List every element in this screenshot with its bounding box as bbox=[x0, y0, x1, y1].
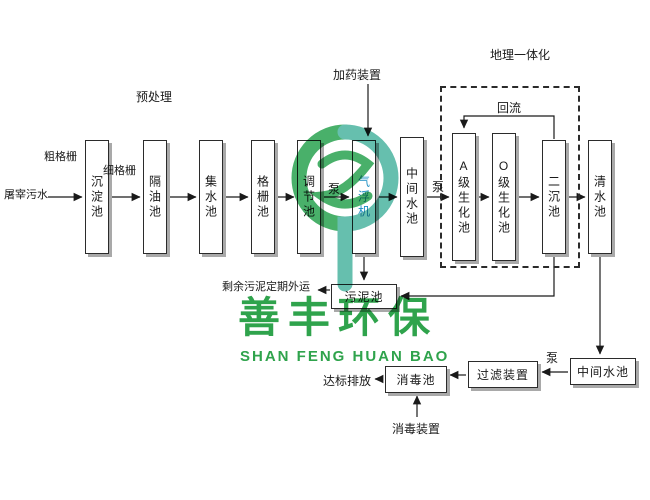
label-sludge-disposal: 剩余污泥定期外运 bbox=[222, 281, 310, 293]
tank-air-flotation: 气浮机 bbox=[352, 140, 376, 254]
label-fine-screen: 细格栅 bbox=[103, 165, 136, 177]
label-coarse-screen: 粗格栅 bbox=[44, 151, 77, 163]
label-disinfection-device: 消毒装置 bbox=[392, 422, 441, 436]
buried-unit-boundary bbox=[440, 86, 580, 268]
tank-secondary-sedimentation: 二沉池 bbox=[542, 140, 566, 254]
tank-biochemical-a: A级生化池 bbox=[452, 133, 476, 261]
label-pretreatment: 预处理 bbox=[136, 90, 173, 104]
tank-collecting: 集水池 bbox=[199, 140, 223, 254]
tank-intermediate: 中间水池 bbox=[400, 137, 424, 257]
tank-screen: 格栅池 bbox=[251, 140, 275, 254]
label-influent: 屠宰污水 bbox=[4, 189, 48, 201]
tank-regulating: 调节池 bbox=[297, 140, 321, 254]
tank-biochemical-o: O级生化池 bbox=[492, 133, 516, 261]
tank-clean-water: 清水池 bbox=[588, 140, 612, 254]
label-pump-3: 泵 bbox=[546, 351, 559, 365]
label-buried-integration: 地理一体化 bbox=[490, 48, 551, 62]
label-discharge: 达标排放 bbox=[323, 374, 372, 388]
tank-disinfection: 消毒池 bbox=[385, 366, 447, 393]
label-dosing-device: 加药装置 bbox=[333, 68, 382, 82]
label-pump-2: 泵 bbox=[432, 180, 445, 194]
filter-unit: 过滤装置 bbox=[468, 361, 538, 388]
label-pump-1: 泵 bbox=[328, 182, 341, 196]
label-reflux: 回流 bbox=[497, 101, 522, 115]
tank-intermediate-2: 中间水池 bbox=[570, 358, 636, 385]
tank-sedimentation: 沉淀池 bbox=[85, 140, 109, 254]
tank-sludge: 污泥池 bbox=[331, 284, 397, 309]
tank-oil-separation: 隔油池 bbox=[143, 140, 167, 254]
